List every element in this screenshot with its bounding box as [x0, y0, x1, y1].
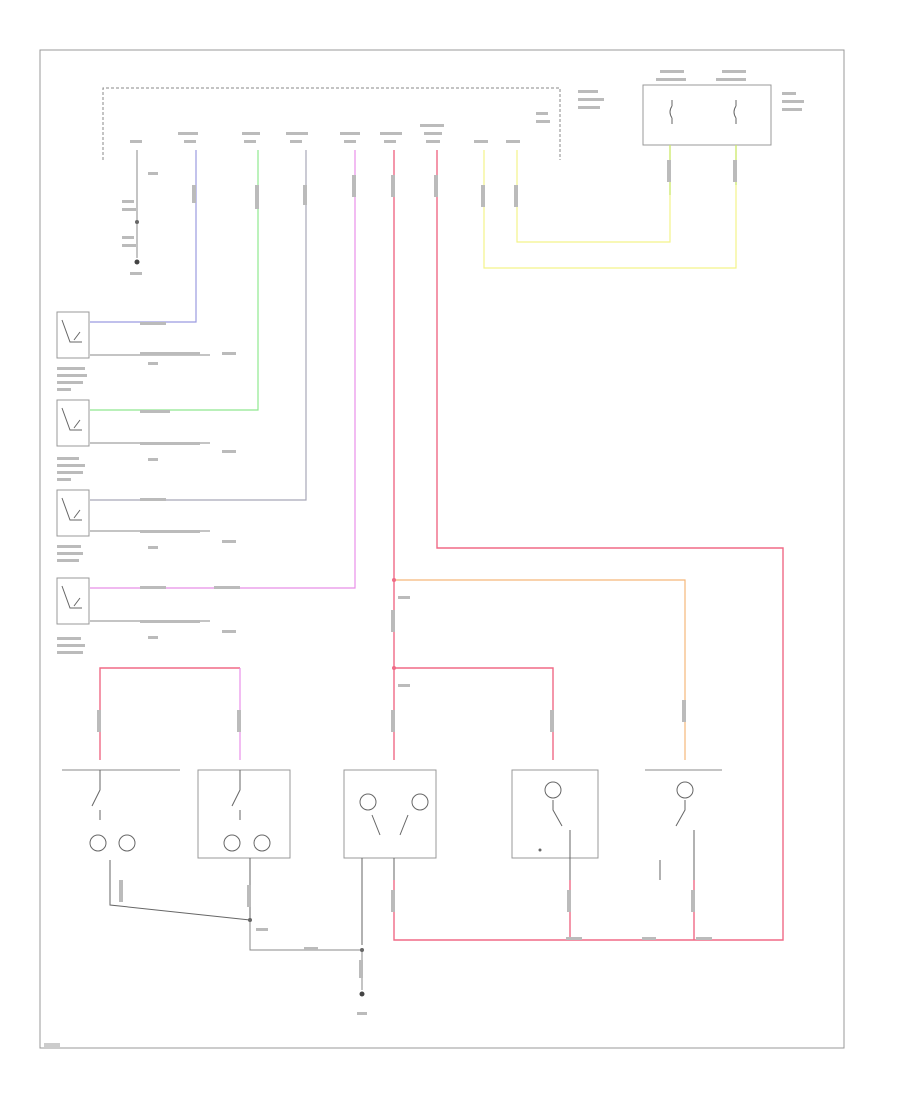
- lamp-assembly-5: [645, 769, 722, 880]
- orange-wire: [394, 579, 686, 760]
- module-pin-labels: [130, 90, 604, 143]
- lamp-icon: [223, 834, 241, 852]
- switch-contact-icon: [675, 800, 695, 880]
- ground-icon: [359, 991, 365, 997]
- lamp-icon: [253, 834, 271, 852]
- body-control-module: [102, 87, 604, 160]
- diagram-id-tag: [44, 1043, 60, 1047]
- lamp-assembly-3: [343, 769, 437, 945]
- door-switch-4: [56, 150, 356, 654]
- lamp-icon: [359, 793, 377, 811]
- lamp-assembly-4: [511, 769, 599, 880]
- wire-tags: [97, 160, 737, 978]
- lamp-icon: [544, 781, 562, 799]
- door-switch-icon: [61, 407, 82, 431]
- door-switch-3: [56, 150, 307, 562]
- switch-contact-icon: [231, 770, 241, 820]
- fuse-relay-box: [642, 70, 804, 146]
- splice-icon: [392, 578, 396, 582]
- lamp-assembly-2: [197, 769, 291, 940]
- lamp-icon: [118, 834, 136, 852]
- switch-contact-icon: [91, 770, 101, 820]
- ground-bus: [248, 918, 367, 1015]
- lamp-assembly-1: [62, 769, 251, 921]
- door-switch-icon: [61, 319, 82, 343]
- lamp-icon: [676, 781, 694, 799]
- splice-icon: [538, 848, 542, 852]
- fuse-icon: [669, 100, 737, 124]
- dimmer-switch-branch: [122, 150, 158, 275]
- lamp-icon: [89, 834, 107, 852]
- lamp-icon: [411, 793, 429, 811]
- diagram-frame: [39, 49, 845, 1049]
- splice-icon: [360, 948, 364, 952]
- splice-icon: [392, 666, 396, 670]
- fuse-feed-wires: [483, 145, 737, 269]
- switch-contact-icon: [552, 800, 571, 880]
- door-switch-2: [56, 150, 259, 481]
- splice-icon: [248, 918, 252, 922]
- door-switch-icon: [61, 585, 82, 609]
- switch-contact-icon: [371, 814, 409, 836]
- door-switch-icon: [61, 497, 82, 521]
- ground-icon: [134, 259, 140, 265]
- switch-contact-icon: [135, 220, 139, 224]
